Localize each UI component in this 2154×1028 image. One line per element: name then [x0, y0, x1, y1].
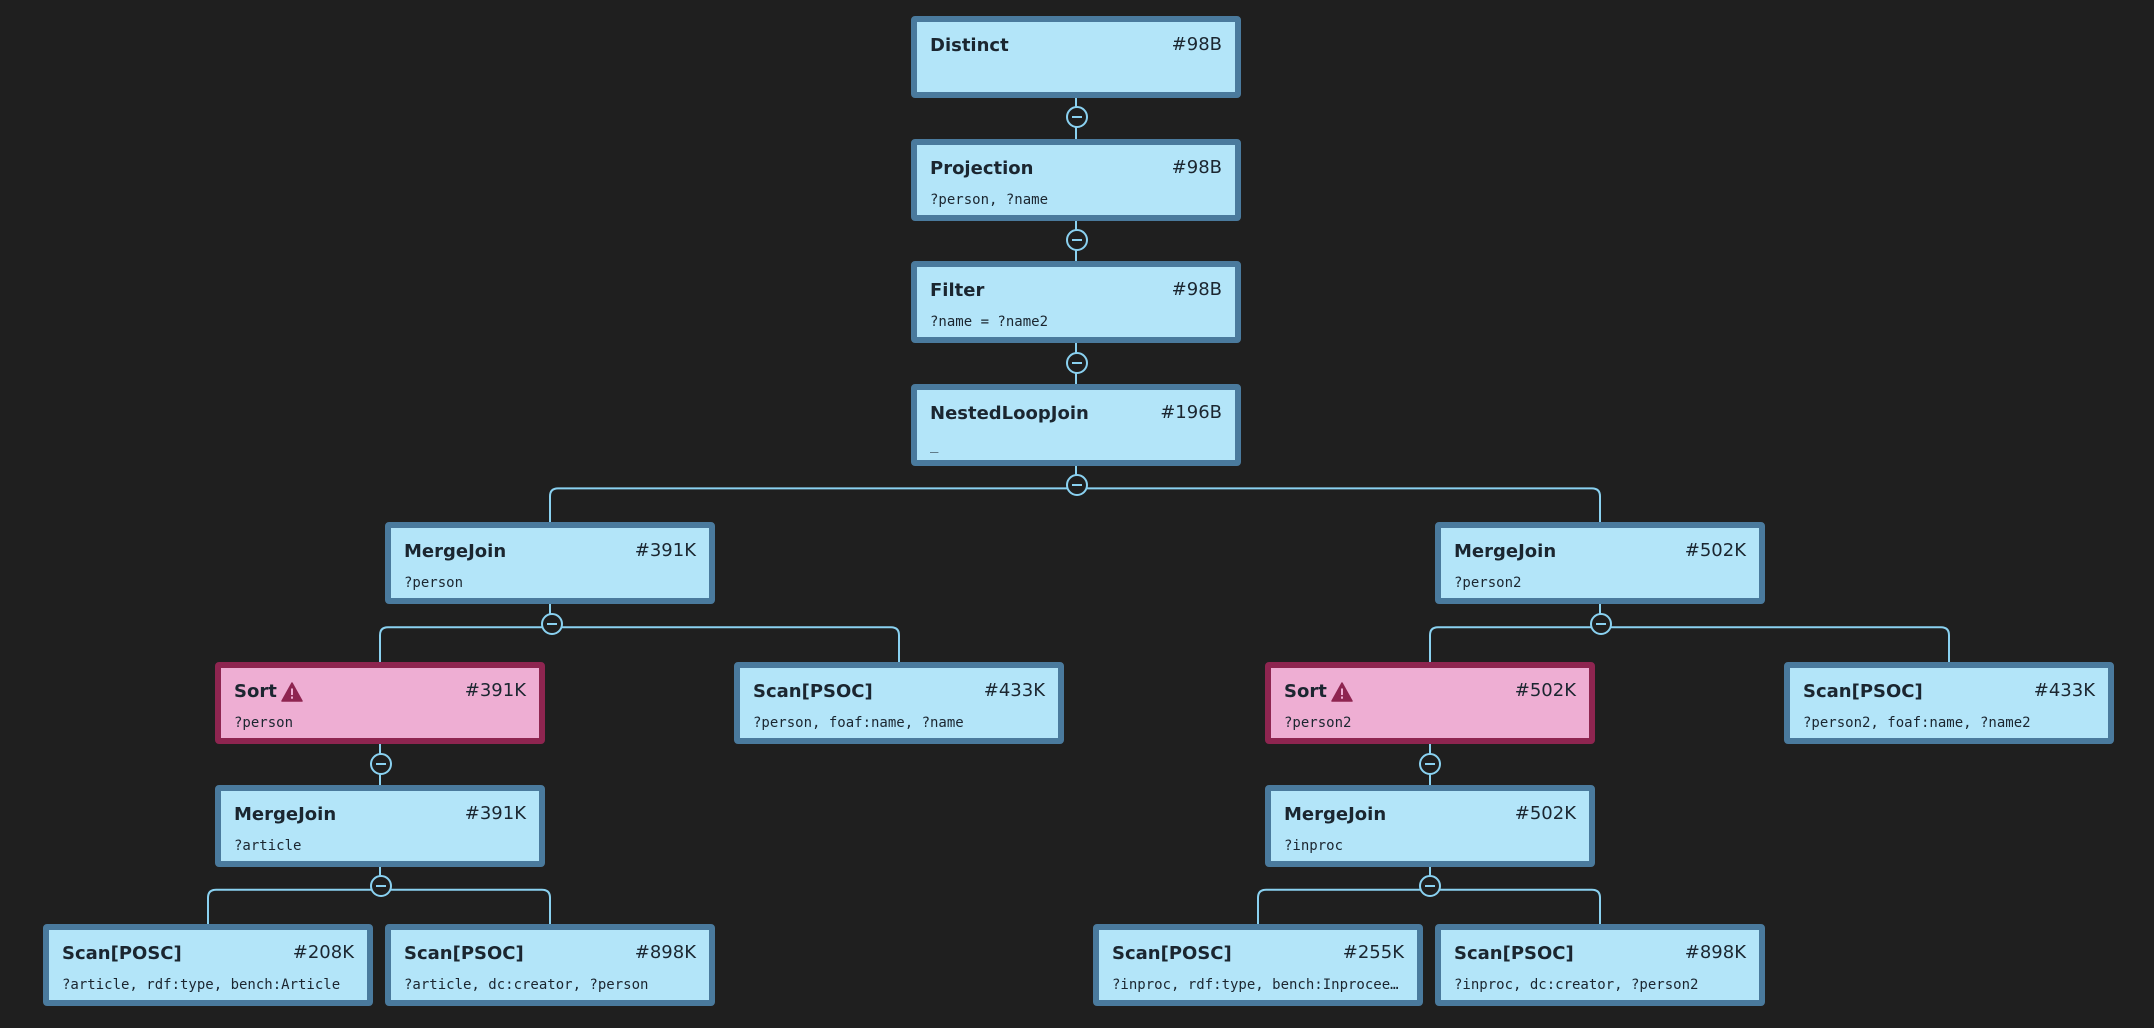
- node-merge-join-person[interactable]: MergeJoin #391K ?person: [385, 522, 715, 604]
- node-scan-psoc-inproc-creator[interactable]: Scan[PSOC] #898K ?inproc, dc:creator, ?p…: [1435, 924, 1765, 1006]
- node-title-text: Sort: [1284, 681, 1327, 702]
- node-title: MergeJoin: [404, 541, 507, 562]
- node-count: #98B: [1171, 34, 1222, 55]
- edge-merge-join-person-to-sort-person: [379, 626, 550, 662]
- node-count: #433K: [2033, 680, 2095, 701]
- node-projection[interactable]: Projection #98B ?person, ?name: [911, 139, 1241, 221]
- collapse-toggle-sort-person[interactable]: [370, 753, 392, 775]
- collapse-toggle-merge-join-article[interactable]: [370, 875, 392, 897]
- node-count: #391K: [634, 540, 696, 561]
- node-scan-posc-inproc[interactable]: Scan[POSC] #255K ?inproc, rdf:type, benc…: [1093, 924, 1423, 1006]
- node-sort-person2[interactable]: Sort #502K ?person2: [1265, 662, 1595, 744]
- node-merge-join-inproc[interactable]: MergeJoin #502K ?inproc: [1265, 785, 1595, 867]
- node-detail: ?person2: [1284, 715, 1352, 731]
- edge-nested-loop-join-to-merge-join-person2: [1076, 487, 1601, 522]
- collapse-toggle-distinct[interactable]: [1066, 106, 1088, 128]
- node-title: NestedLoopJoin: [930, 403, 1089, 424]
- node-title: MergeJoin: [234, 804, 337, 825]
- node-merge-join-article[interactable]: MergeJoin #391K ?article: [215, 785, 545, 867]
- node-count: #502K: [1684, 540, 1746, 561]
- node-scan-psoc-article-creator[interactable]: Scan[PSOC] #898K ?article, dc:creator, ?…: [385, 924, 715, 1006]
- node-title: Scan[POSC]: [1112, 943, 1232, 964]
- node-detail: _: [930, 437, 939, 453]
- collapse-toggle-merge-join-person[interactable]: [541, 613, 563, 635]
- node-title: MergeJoin: [1454, 541, 1557, 562]
- edge-merge-join-article-to-scan-psoc-article-creator: [380, 888, 551, 924]
- node-count: #391K: [464, 803, 526, 824]
- node-detail: ?article, rdf:type, bench:Article: [62, 977, 341, 993]
- warning-icon: [281, 682, 303, 702]
- edge-merge-join-inproc-to-scan-psoc-inproc-creator: [1430, 888, 1601, 924]
- node-count: #98B: [1171, 157, 1222, 178]
- node-nested-loop-join[interactable]: NestedLoopJoin #196B _: [911, 384, 1241, 466]
- node-count: #502K: [1514, 680, 1576, 701]
- node-scan-psoc-person-name[interactable]: Scan[PSOC] #433K ?person, foaf:name, ?na…: [734, 662, 1064, 744]
- node-title: Filter: [930, 280, 985, 301]
- node-title: Projection: [930, 158, 1034, 179]
- node-detail: ?article: [234, 838, 302, 854]
- node-detail: ?person2, foaf:name, ?name2: [1803, 715, 2031, 731]
- node-count: #898K: [634, 942, 696, 963]
- node-detail: ?article, dc:creator, ?person: [404, 977, 649, 993]
- node-title: Scan[PSOC]: [753, 681, 873, 702]
- collapse-toggle-filter[interactable]: [1066, 352, 1088, 374]
- node-title: Scan[POSC]: [62, 943, 182, 964]
- node-detail: ?name = ?name2: [930, 314, 1049, 330]
- collapse-toggle-merge-join-inproc[interactable]: [1419, 875, 1441, 897]
- node-count: #98B: [1171, 279, 1222, 300]
- node-filter[interactable]: Filter #98B ?name = ?name2: [911, 261, 1241, 343]
- node-count: #196B: [1160, 402, 1222, 423]
- node-detail: ?person: [404, 575, 464, 591]
- node-detail: ?inproc, dc:creator, ?person2: [1454, 977, 1699, 993]
- node-merge-join-person2[interactable]: MergeJoin #502K ?person2: [1435, 522, 1765, 604]
- node-count: #433K: [983, 680, 1045, 701]
- node-detail: ?person, ?name: [930, 192, 1049, 208]
- node-title: Scan[PSOC]: [404, 943, 524, 964]
- edge-merge-join-person-to-scan-psoc-person-name: [550, 626, 900, 662]
- node-sort-person[interactable]: Sort #391K ?person: [215, 662, 545, 744]
- node-title: Scan[PSOC]: [1803, 681, 1923, 702]
- edge-nested-loop-join-to-merge-join-person: [549, 487, 1076, 522]
- collapse-toggle-projection[interactable]: [1066, 229, 1088, 251]
- node-distinct[interactable]: Distinct #98B: [911, 16, 1241, 98]
- node-title: Sort: [1284, 680, 1353, 704]
- edge-merge-join-person2-to-sort-person2: [1429, 626, 1600, 662]
- warning-icon: [1331, 682, 1353, 702]
- node-detail: ?inproc: [1284, 838, 1344, 854]
- node-scan-posc-article[interactable]: Scan[POSC] #208K ?article, rdf:type, ben…: [43, 924, 373, 1006]
- node-detail: ?person2: [1454, 575, 1522, 591]
- node-count: #391K: [464, 680, 526, 701]
- node-detail: ?person: [234, 715, 294, 731]
- collapse-toggle-sort-person2[interactable]: [1419, 753, 1441, 775]
- node-count: #208K: [292, 942, 354, 963]
- edge-merge-join-article-to-scan-posc-article: [207, 888, 380, 924]
- node-title: Scan[PSOC]: [1454, 943, 1574, 964]
- node-title-text: Sort: [234, 681, 277, 702]
- node-title: Sort: [234, 680, 303, 704]
- node-count: #502K: [1514, 803, 1576, 824]
- node-scan-psoc-person2-name2[interactable]: Scan[PSOC] #433K ?person2, foaf:name, ?n…: [1784, 662, 2114, 744]
- node-title: Distinct: [930, 35, 1009, 56]
- node-title: MergeJoin: [1284, 804, 1387, 825]
- node-count: #255K: [1342, 942, 1404, 963]
- collapse-toggle-nested-loop-join[interactable]: [1066, 474, 1088, 496]
- edge-merge-join-person2-to-scan-psoc-person2-name2: [1600, 626, 1950, 662]
- edge-merge-join-inproc-to-scan-posc-inproc: [1257, 888, 1430, 924]
- node-detail: ?inproc, rdf:type, bench:Inproceed…: [1112, 977, 1404, 993]
- node-count: #898K: [1684, 942, 1746, 963]
- collapse-toggle-merge-join-person2[interactable]: [1590, 613, 1612, 635]
- node-detail: ?person, foaf:name, ?name: [753, 715, 964, 731]
